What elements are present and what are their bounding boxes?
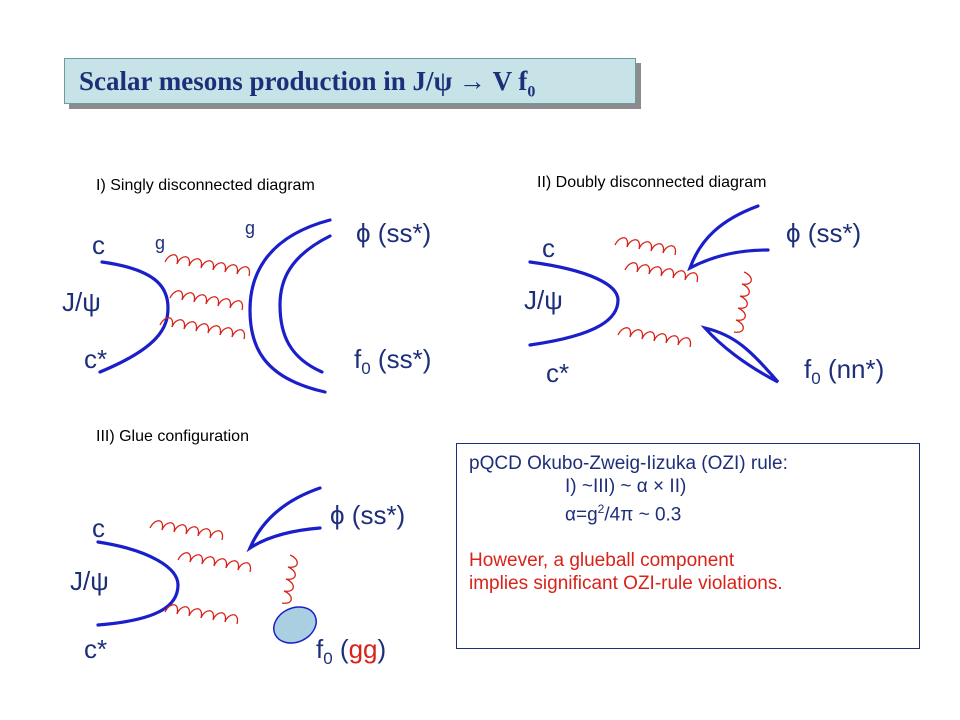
note-line-2: I) ~III) ~ α × II)	[565, 476, 687, 497]
d2-gluon-vertical	[733, 271, 752, 333]
d3-gluon-3	[164, 604, 239, 625]
d1-gluon-label-2: g	[245, 218, 256, 238]
d3-charm-line	[96, 540, 180, 627]
d1-top-label: ϕ (ss*)	[356, 218, 432, 248]
d3-jpsi-label: J/ψ	[70, 566, 109, 596]
d3-glueball-blob	[273, 606, 317, 644]
d3-top-label: ϕ (ss*)	[330, 500, 406, 530]
d2-c-label: c	[542, 233, 555, 263]
d2-jpsi-label: J/ψ	[524, 285, 563, 315]
d2-gluon-3	[617, 327, 692, 348]
title-tail: V f	[485, 66, 528, 96]
quark-lines	[96, 204, 780, 627]
d2-top-label: ϕ (ss*)	[786, 218, 862, 248]
d3-caption: III) Glue configuration	[96, 428, 249, 445]
d1-jpsi-label: J/ψ	[62, 287, 101, 317]
note-line-4: However, a glueball component	[469, 550, 735, 572]
note-line-1: pQCD Okubo-Zweig-Iizuka (OZI) rule:	[469, 453, 788, 474]
d2-upper-line	[687, 204, 770, 272]
d2-cbar-label: c*	[546, 358, 570, 388]
d1-gluon-2	[169, 290, 244, 311]
d1-inner-s-line	[278, 234, 332, 374]
d2-charm-line	[528, 260, 620, 347]
d2-gluon-2	[624, 262, 699, 283]
d1-charm-line	[98, 260, 170, 374]
d3-gluon-2	[177, 552, 252, 573]
d2-bottom-label: f0 (nn*)	[804, 354, 885, 389]
d3-bottom-label: f0 (gg)	[316, 634, 387, 669]
d3-c-label: c	[92, 513, 105, 543]
d3-cbar-label: c*	[84, 634, 108, 664]
d1-cbar-label: c*	[84, 344, 108, 374]
note-line-3: α=g2/4π ~ 0.3	[565, 502, 682, 526]
ozi-rule-note: pQCD Okubo-Zweig-Iizuka (OZI) rule: I) ~…	[456, 443, 920, 649]
d2-lower-line	[700, 325, 780, 384]
d1-caption: I) Singly disconnected diagram	[96, 177, 315, 194]
note-line-5: implies significant OZI-rule violations.	[469, 573, 783, 595]
title-prefix: Scalar mesons production in J/	[79, 66, 434, 96]
d1-gluon-3	[159, 317, 246, 340]
d1-c-label: c	[92, 230, 105, 260]
d3-gluon-1	[149, 520, 224, 541]
d1-outer-s-line	[248, 218, 332, 394]
d3-gluon-vertical	[281, 554, 298, 604]
gluon-lines	[149, 237, 752, 625]
title-arrow: →	[458, 66, 486, 96]
d1-gluon-1	[164, 254, 251, 277]
d1-gluon-label-1: g	[155, 233, 166, 253]
d2-gluon-1	[614, 237, 677, 256]
d3-upper-line	[246, 486, 322, 553]
title-sub: 0	[527, 83, 536, 101]
slide-title: Scalar mesons production in J/ψ → V f0	[64, 58, 636, 104]
d1-bottom-label: f0 (ss*)	[354, 344, 432, 379]
title-psi: ψ	[433, 66, 453, 96]
d2-caption: II) Doubly disconnected diagram	[537, 174, 767, 191]
